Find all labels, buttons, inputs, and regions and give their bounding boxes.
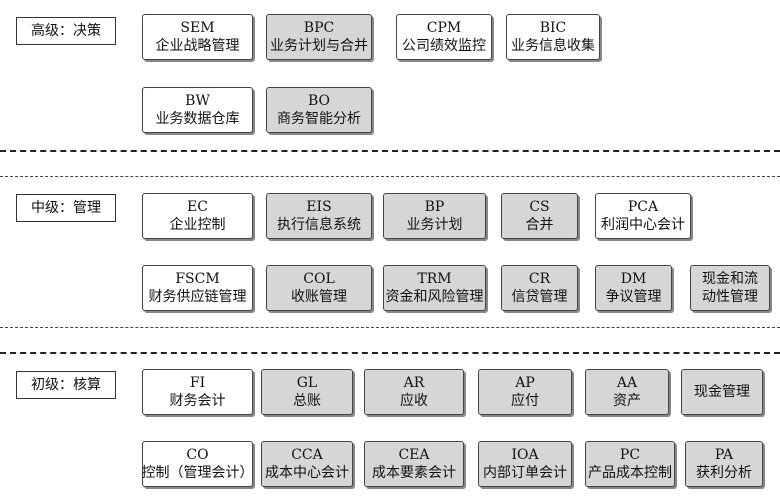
module-box-ec: EC 企业控制 [142,193,253,239]
module-name: 利润中心会计 [601,217,685,233]
module-code: FSCM [175,271,220,287]
module-name: 现金和流 [702,271,758,287]
module-box-eis: EIS 执行信息系统 [266,193,372,239]
module-name: 控制（管理会计） [141,465,254,481]
module-name: 企业战略管理 [155,38,240,54]
module-box-pca: PCA 利润中心会计 [595,193,691,239]
module-name: 产品成本控制 [588,465,672,481]
module-box-bic: BIC 业务信息收集 [506,14,600,60]
module-name: 业务计划 [406,217,463,233]
module-code: CS [529,199,550,215]
module-code: DM [620,271,647,287]
module-code: BIC [539,20,567,36]
module-name: 收账管理 [291,289,347,305]
module-box-pc: PC 产品成本控制 [585,441,675,487]
module-name: 应付 [511,393,539,409]
module-box-sem: SEM 企业战略管理 [142,14,253,60]
module-box-pa: PA 获利分析 [685,441,763,487]
module-code: AR [403,375,425,391]
module-name: 财务会计 [169,393,226,409]
module-code: AA [616,375,638,391]
module-code: CCA [291,447,323,463]
module-code: AP [515,375,535,391]
module-box-fscm: FSCM 财务供应链管理 [142,265,253,311]
module-box-ap: AP 应付 [478,369,572,415]
module-box-gl: GL 总账 [261,369,353,415]
module-box-ioa: IOA 内部订单会计 [478,441,572,487]
module-name: 争议管理 [605,289,662,305]
module-box-cs: CS 合并 [501,193,578,239]
divider-middle-junior [0,352,780,354]
module-box-col: COL 收账管理 [266,265,372,311]
divider-middle-lower [0,327,780,328]
module-code: EC [187,199,208,215]
module-box-cpm: CPM 公司绩效监控 [396,14,492,60]
module-name: 成本要素会计 [372,465,456,481]
module-name: 执行信息系统 [277,217,361,233]
module-box-cca: CCA 成本中心会计 [261,441,353,487]
module-code: CO [186,447,209,463]
module-name: 企业控制 [169,217,226,233]
module-box-ar: AR 应收 [364,369,464,415]
module-name: 业务信息收集 [511,38,595,54]
module-code: BO [307,93,331,109]
module-box-bpc: BPC 业务计划与合并 [266,14,372,60]
module-name: 业务计划与合并 [270,38,368,54]
module-code: BW [185,93,210,109]
level-label-middle: 中级：管理 [16,194,116,222]
module-name: 成本中心会计 [265,465,349,481]
module-box-item-22: 现金管理 [681,369,763,415]
module-code: COL [303,271,335,287]
module-name: 获利分析 [696,465,752,481]
module-code: CPM [426,20,462,36]
module-box-bo: BO 商务智能分析 [266,87,372,133]
module-code: SEM [180,20,215,36]
module-code: PC [619,447,641,463]
module-box-cr: CR 信贷管理 [501,265,578,311]
module-name-line2: 动性管理 [702,289,758,305]
module-name: 财务供应链管理 [148,289,247,305]
module-code: CR [528,271,551,287]
module-code: GL [296,375,318,391]
module-box-bw: BW 业务数据仓库 [142,87,253,133]
module-name: 公司绩效监控 [402,38,486,54]
divider-middle-upper [0,176,780,177]
module-box-aa: AA 资产 [585,369,669,415]
module-code: PCA [627,199,659,215]
module-box-bp: BP 业务计划 [383,193,486,239]
module-code: BP [424,199,445,215]
module-box-item-16: 现金和流动性管理 [690,265,770,311]
module-box-fi: FI 财务会计 [142,369,253,415]
module-name: 应收 [400,393,428,409]
level-label-junior: 初级：核算 [16,371,116,399]
module-name: 资产 [613,393,641,409]
module-name: 商务智能分析 [277,111,361,127]
module-box-co: CO 控制（管理会计） [141,441,254,487]
module-code: IOA [511,447,539,463]
level-label-senior: 高级：决策 [16,17,116,45]
module-code: TRM [417,271,452,287]
module-code: PA [714,447,734,463]
module-name: 总账 [293,393,321,409]
module-name: 信贷管理 [511,289,568,305]
module-box-dm: DM 争议管理 [595,265,672,311]
module-name: 现金管理 [694,384,750,400]
module-box-trm: TRM 资金和风险管理 [383,265,486,311]
module-code: EIS [306,199,332,215]
module-code: BPC [303,20,335,36]
module-name: 资金和风险管理 [385,289,484,305]
module-name: 合并 [525,217,554,233]
module-code: FI [189,375,206,391]
module-code: CEA [398,447,430,463]
module-name: 业务数据仓库 [155,111,240,127]
divider-senior-middle [0,150,780,152]
module-box-cea: CEA 成本要素会计 [364,441,464,487]
module-name: 内部订单会计 [483,465,567,481]
